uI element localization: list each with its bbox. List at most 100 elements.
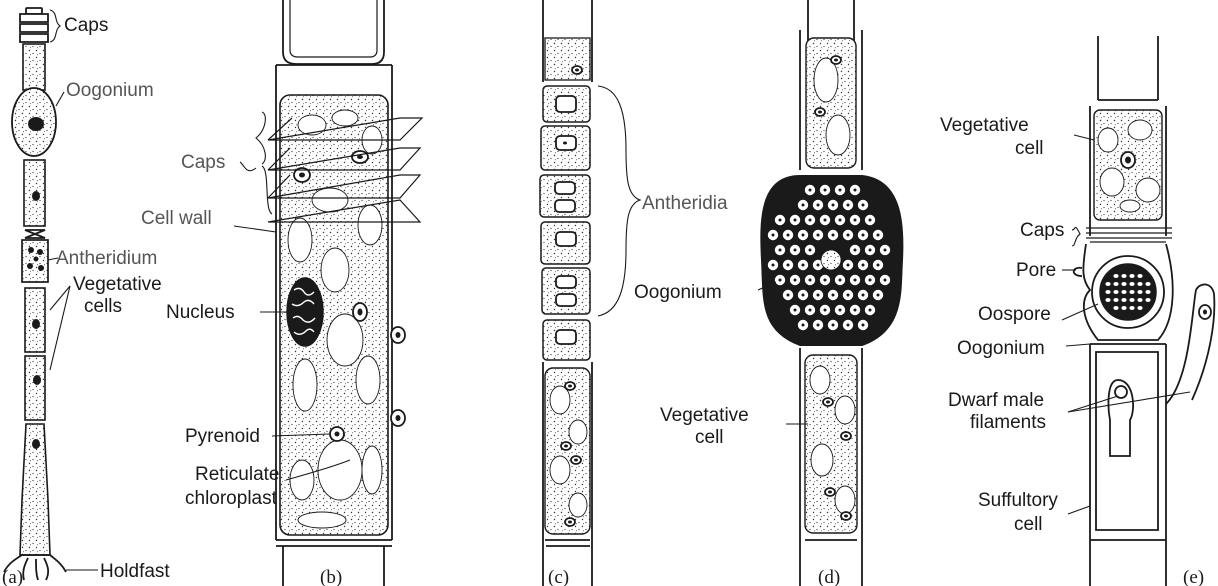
oogonium-egg-dot bbox=[847, 264, 850, 267]
oogonium-egg-dot bbox=[809, 279, 812, 282]
oogonium-egg-dot bbox=[847, 204, 850, 207]
oogonium-egg-dot bbox=[847, 324, 850, 327]
oogonium-egg-dot bbox=[824, 279, 827, 282]
oospore-granule bbox=[1129, 282, 1134, 286]
panel-e-label-dwarf-male: Dwarf male bbox=[948, 390, 1044, 411]
oospore-granule bbox=[1137, 306, 1142, 310]
oospore-granule bbox=[1137, 298, 1142, 302]
panel-b-label-nucleus: Nucleus bbox=[166, 302, 235, 323]
oogonium-egg-dot bbox=[794, 279, 797, 282]
oogonium-egg-dot bbox=[862, 264, 865, 267]
panel-d-filament bbox=[761, 0, 902, 586]
panel-b-label-pyrenoid: Pyrenoid bbox=[185, 426, 260, 447]
oogonium-egg-dot bbox=[824, 309, 827, 312]
panel-b-label-reticulate: Reticulate bbox=[195, 464, 280, 485]
oogonium-egg-dot bbox=[832, 294, 835, 297]
panel-e-tag: (e) bbox=[1183, 567, 1204, 586]
panel-e-label-caps: Caps bbox=[1020, 220, 1064, 241]
panel-c-tag: (c) bbox=[548, 567, 569, 586]
oogonium-egg-dot bbox=[832, 324, 835, 327]
panel-c-antheridia bbox=[540, 86, 590, 360]
oospore-granule bbox=[1105, 290, 1110, 294]
oogonium-egg-dot bbox=[817, 204, 820, 207]
oogonium-egg-dot bbox=[862, 294, 865, 297]
panel-b-label-caps: Caps bbox=[181, 152, 225, 173]
oogonium-egg-dot bbox=[824, 219, 827, 222]
oogonium-egg-dot bbox=[802, 294, 805, 297]
oogonium-egg-dot bbox=[809, 219, 812, 222]
panel-e-label-cell: cell bbox=[1015, 138, 1044, 159]
oospore-granule bbox=[1145, 290, 1150, 294]
oogonium-egg-dot bbox=[884, 279, 887, 282]
oogonium-egg-dot bbox=[854, 309, 857, 312]
oospore-granule bbox=[1121, 274, 1126, 278]
oogonium-egg-dot bbox=[877, 234, 880, 237]
oogonium-egg-dot bbox=[869, 249, 872, 252]
oogonium-egg-dot bbox=[854, 249, 857, 252]
oospore-granule bbox=[1129, 306, 1134, 310]
oogonium-egg-dot bbox=[877, 264, 880, 267]
oogonium-egg-dot bbox=[839, 309, 842, 312]
oogonium-egg-dot bbox=[877, 294, 880, 297]
oogonium-egg-dot bbox=[794, 249, 797, 252]
panel-e-caps bbox=[1086, 228, 1172, 242]
oospore-granule bbox=[1145, 282, 1150, 286]
oogonium-egg-dot bbox=[787, 294, 790, 297]
panel-b-tag: (b) bbox=[320, 567, 342, 586]
oogonium-egg-dot bbox=[862, 204, 865, 207]
oospore-granule bbox=[1137, 282, 1142, 286]
panel-a-label-oogonium: Oogonium bbox=[66, 80, 154, 101]
panel-a-cap-rings bbox=[20, 8, 48, 42]
panel-e-label-suffultory-cell: cell bbox=[1014, 514, 1043, 535]
panel-d-label-cell: cell bbox=[695, 427, 724, 448]
oospore-granule bbox=[1105, 298, 1110, 302]
panel-a-filament bbox=[4, 8, 66, 580]
oogonium-egg-dot bbox=[802, 324, 805, 327]
oogonium-egg-dot bbox=[824, 189, 827, 192]
oogonium-egg-dot bbox=[794, 309, 797, 312]
oospore-granule bbox=[1105, 282, 1110, 286]
oogonium-egg-dot bbox=[847, 294, 850, 297]
oogonium-egg-dot bbox=[854, 189, 857, 192]
oogonium-egg-dot bbox=[862, 324, 865, 327]
panel-e-suffultory-cell bbox=[1090, 344, 1166, 586]
oospore-granule bbox=[1113, 306, 1118, 310]
panel-b-nucleus bbox=[287, 278, 323, 346]
oospore-granule bbox=[1129, 290, 1134, 294]
oogonium-centre bbox=[821, 250, 841, 270]
oogonium-egg-dot bbox=[794, 219, 797, 222]
oospore-granule bbox=[1121, 306, 1126, 310]
panel-b-cell bbox=[268, 0, 422, 586]
panel-e-label-oogonium: Oogonium bbox=[957, 338, 1045, 359]
oogonium-egg-dot bbox=[772, 264, 775, 267]
panel-a-label-caps: Caps bbox=[64, 15, 108, 36]
panel-e-label-oospore: Oospore bbox=[978, 304, 1051, 325]
oogonium-egg-dot bbox=[779, 249, 782, 252]
oogonium-egg-dot bbox=[809, 309, 812, 312]
panel-e-pore bbox=[1074, 268, 1082, 276]
panel-a-label-vegetative: Vegetative bbox=[73, 274, 162, 295]
oogonium-egg-dot bbox=[847, 234, 850, 237]
oospore-granule bbox=[1113, 274, 1118, 278]
oogonium-egg-dot bbox=[832, 204, 835, 207]
oospore-granule bbox=[1137, 274, 1142, 278]
panel-a-label-cells: cells bbox=[84, 296, 122, 317]
oogonium-egg-dot bbox=[802, 264, 805, 267]
oospore-granule bbox=[1113, 290, 1118, 294]
oospore-granule bbox=[1121, 282, 1126, 286]
panel-a-label-antheridium: Antheridium bbox=[56, 248, 157, 269]
panel-e-dwarf-male-2 bbox=[1166, 284, 1214, 404]
panel-d-label-oogonium: Oogonium bbox=[634, 282, 722, 303]
oogonium-egg-dot bbox=[802, 234, 805, 237]
oospore-granule bbox=[1121, 298, 1126, 302]
panel-b-label-cell-wall: Cell wall bbox=[141, 208, 212, 229]
oospore-granule bbox=[1129, 274, 1134, 278]
oogonium-egg-dot bbox=[869, 219, 872, 222]
oospore-granule bbox=[1145, 298, 1150, 302]
oogonium-egg-dot bbox=[817, 294, 820, 297]
oospore-granule bbox=[1129, 298, 1134, 302]
panel-e-label-suffultory: Suffultory bbox=[978, 490, 1058, 511]
oogonium-egg-dot bbox=[809, 189, 812, 192]
oogonium-egg-dot bbox=[839, 219, 842, 222]
